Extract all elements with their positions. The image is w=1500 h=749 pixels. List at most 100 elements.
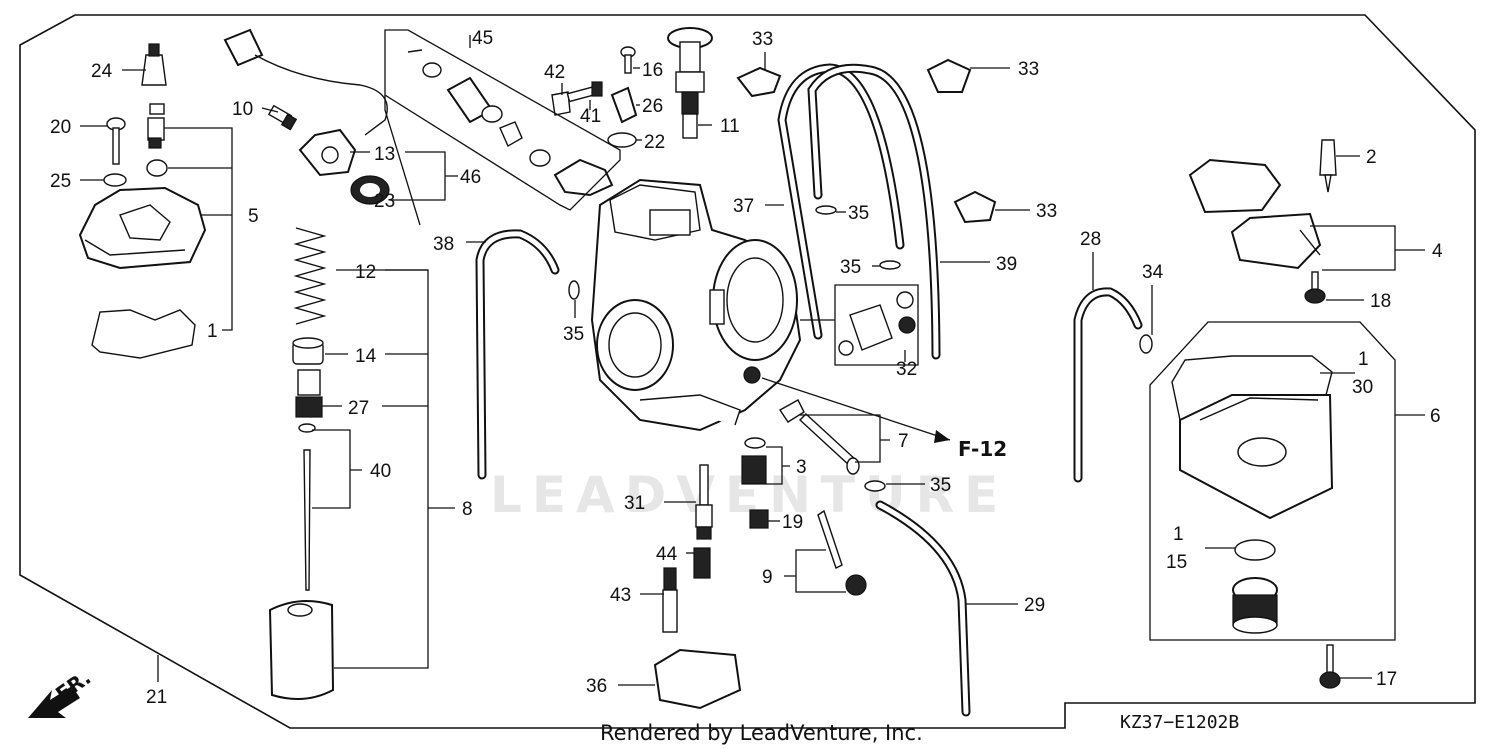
callout-37: 37	[733, 196, 754, 217]
callout-2: 2	[1366, 147, 1377, 168]
part-seal-23	[350, 175, 390, 205]
callout-32: 32	[896, 359, 917, 380]
part-screw-16	[620, 46, 636, 74]
callout-4: 4	[1432, 241, 1443, 262]
part-drain-plug	[1232, 577, 1278, 634]
callout-11: 11	[720, 116, 740, 137]
outer-frame	[19, 14, 1476, 729]
callout-35-a: 35	[848, 203, 869, 224]
callout-33-mid: 33	[1036, 201, 1057, 222]
callout-20: 20	[50, 117, 71, 138]
part-hose-29	[875, 500, 971, 717]
part-bracket-26	[610, 86, 638, 124]
part-screw-17	[1319, 644, 1341, 689]
callout-15: 15	[1166, 552, 1187, 573]
callout-35-b: 35	[840, 257, 861, 278]
callout-17: 17	[1376, 669, 1397, 690]
callout-18: 18	[1370, 291, 1391, 312]
callout-7: 7	[898, 431, 909, 452]
callout-10: 10	[232, 99, 253, 120]
part-sensor-13	[298, 128, 357, 177]
part-hose-38	[475, 229, 560, 480]
callout-40: 40	[370, 461, 391, 482]
part-spring-12	[293, 225, 327, 330]
part-hose-28	[1073, 287, 1143, 483]
callout-38: 38	[433, 234, 454, 255]
part-clip-33-top	[736, 66, 782, 98]
callout-labels: 24 20 25 5 1 10 13 23 46 45 12 14 27 40 …	[50, 28, 1443, 708]
part-float-chamber-6	[1179, 394, 1334, 520]
part-bolt-10	[267, 104, 298, 131]
part-gasket-1	[91, 309, 196, 359]
part-pilot-screw-7	[778, 399, 860, 475]
callout-41: 41	[580, 106, 601, 127]
part-standoff	[146, 103, 168, 177]
front-direction-arrow-icon	[28, 686, 80, 718]
callout-12: 12	[355, 262, 376, 283]
part-pump-kit-45	[407, 49, 614, 197]
part-hose-37-39	[777, 63, 941, 360]
part-screw-20	[106, 117, 126, 165]
callout-29: 29	[1024, 595, 1045, 616]
callout-14: 14	[355, 346, 377, 367]
part-jet-43	[662, 567, 678, 633]
callout-26: 26	[642, 96, 663, 117]
callout-13: 13	[374, 144, 395, 165]
callout-45: 45	[472, 28, 493, 49]
part-36	[653, 648, 742, 710]
callout-9: 9	[762, 567, 773, 588]
part-oring-15	[1234, 539, 1276, 561]
part-screw-18	[1304, 271, 1326, 304]
callout-1-left: 1	[207, 321, 218, 342]
part-needle-jet-31	[695, 464, 713, 540]
part-plunger-11	[667, 27, 713, 139]
callout-24: 24	[91, 61, 113, 82]
part-carburetor-body	[590, 178, 802, 432]
callout-35-d: 35	[930, 475, 951, 496]
callout-25: 25	[50, 171, 71, 192]
part-clip-35-a	[815, 205, 837, 215]
part-clip-42	[551, 91, 571, 116]
callout-16: 16	[642, 60, 663, 81]
diagram-code: KZ37−E1202B	[1120, 712, 1239, 733]
part-jet-44	[693, 547, 711, 579]
callout-22: 22	[644, 132, 665, 153]
part-throttle-valve-8	[268, 600, 335, 700]
callout-1-right: 1	[1358, 349, 1369, 370]
callout-46: 46	[460, 167, 481, 188]
callout-35-c: 35	[563, 324, 584, 345]
part-top-cover-5	[78, 186, 207, 270]
part-clip-35-d	[864, 480, 886, 492]
part-clip-35-b	[879, 260, 901, 270]
callout-1-lower: 1	[1173, 524, 1184, 545]
callout-36: 36	[586, 676, 607, 697]
part-float-valve-2	[1319, 139, 1337, 193]
callout-21: 21	[146, 687, 167, 708]
part-holder-14	[292, 337, 324, 365]
part-jet-needle-40	[298, 423, 316, 591]
callout-34: 34	[1142, 262, 1164, 283]
callout-3: 3	[796, 457, 807, 478]
callout-23: 23	[374, 191, 395, 212]
leader-lines	[80, 29, 1425, 686]
callout-19: 19	[782, 512, 803, 533]
callout-42: 42	[544, 62, 565, 83]
reference-f12: F-12	[958, 437, 1007, 461]
rendered-by-credit: Rendered by LeadVenture, Inc.	[600, 721, 923, 745]
callout-27: 27	[348, 398, 369, 419]
callout-30: 30	[1352, 377, 1373, 398]
callout-44: 44	[656, 544, 678, 565]
callout-39: 39	[996, 254, 1017, 275]
callout-5: 5	[248, 206, 259, 227]
callout-8: 8	[462, 499, 473, 520]
callout-28: 28	[1080, 229, 1101, 250]
part-screw-9	[817, 509, 867, 596]
callout-33-right: 33	[1018, 59, 1039, 80]
part-jet-3	[741, 437, 767, 485]
part-clip-33-mid	[953, 190, 997, 224]
part-bracket-32	[838, 291, 916, 356]
part-needle-holder-27	[295, 369, 323, 418]
callout-6: 6	[1430, 406, 1441, 427]
part-jet-19	[749, 509, 769, 529]
